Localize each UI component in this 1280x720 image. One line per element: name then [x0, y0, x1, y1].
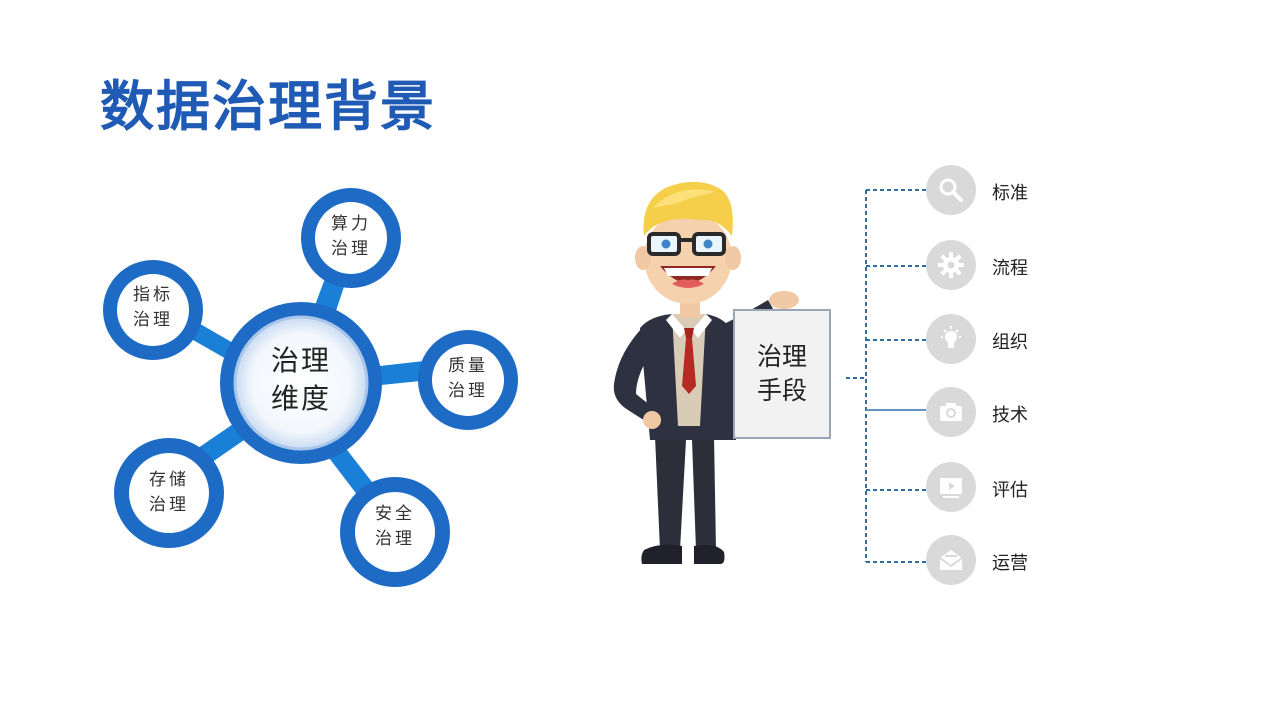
means-item-label-technology: 技术	[992, 405, 1028, 426]
node-label-metric: 指标 治理	[133, 285, 173, 330]
satellite-node-storage	[114, 438, 224, 548]
gear-icon	[938, 252, 964, 278]
satellite-node-quality	[418, 330, 518, 430]
center-label: 治理 维度	[270, 344, 331, 415]
means-item-operation-icon-wrap	[926, 535, 976, 585]
means-item-label-organization: 组织	[992, 332, 1028, 353]
means-item-technology-icon-wrap	[926, 387, 976, 437]
satellite-node-metric	[103, 260, 203, 360]
means-item-evaluation-icon-wrap	[926, 462, 976, 512]
means-item-process-icon-wrap	[926, 240, 976, 290]
satellite-node-compute	[301, 188, 401, 288]
satellite-node-security	[340, 477, 450, 587]
means-item-label-operation: 运营	[992, 553, 1028, 574]
camera-icon	[940, 403, 962, 421]
means-item-organization-icon-wrap	[926, 314, 976, 364]
node-label-security: 安全 治理	[375, 504, 415, 549]
dimension-hub-diagram	[103, 188, 518, 587]
node-label-compute: 算力 治理	[331, 214, 371, 259]
node-label-quality: 质量 治理	[448, 356, 488, 401]
means-item-label-standard: 标准	[992, 183, 1028, 204]
page-title: 数据治理背景	[100, 75, 436, 138]
node-label-storage: 存储 治理	[149, 470, 189, 515]
search-icon	[939, 178, 963, 202]
governance-means-board: 治理 手段	[733, 309, 831, 439]
envelope-icon	[939, 550, 963, 570]
play-icon	[940, 478, 962, 498]
lightbulb-icon	[941, 326, 961, 348]
means-tree-connectors	[846, 189, 926, 563]
means-item-label-evaluation: 评估	[992, 480, 1028, 501]
means-item-standard-icon-wrap	[926, 165, 976, 215]
means-item-label-process: 流程	[992, 258, 1028, 279]
